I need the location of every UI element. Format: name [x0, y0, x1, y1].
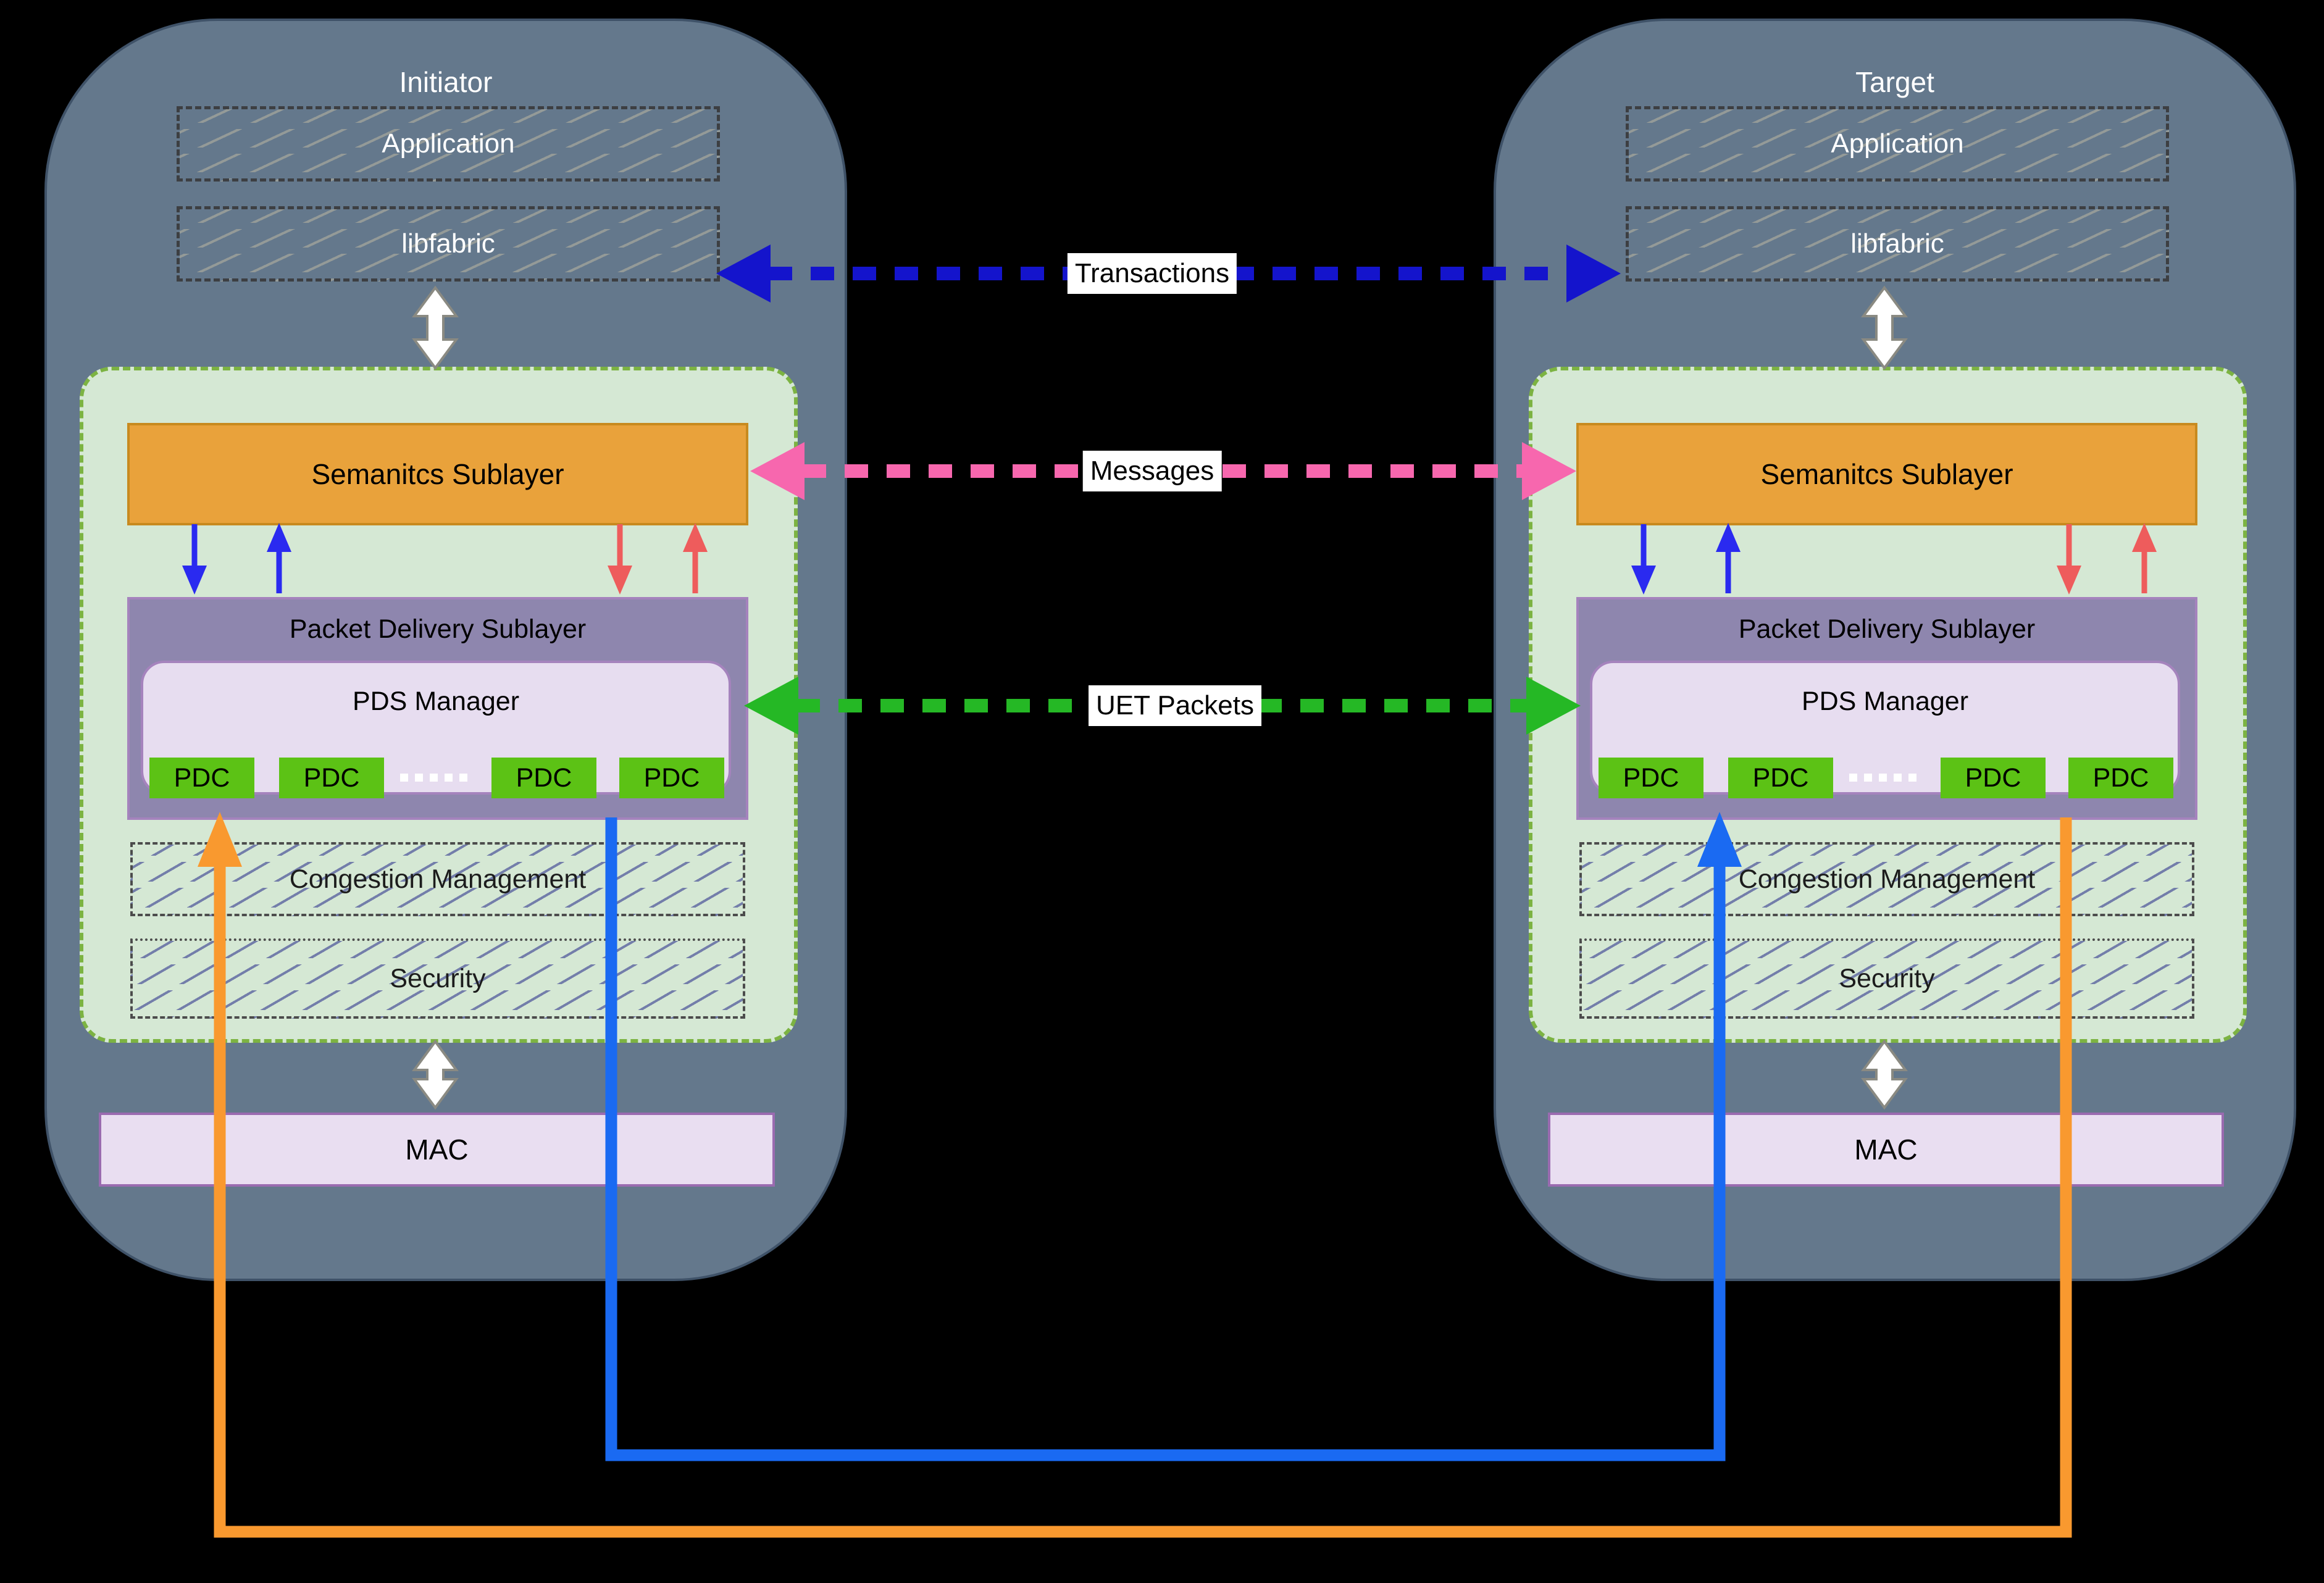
congestion-management-box: Congestion Management [130, 842, 745, 916]
semantics-sublayer-label: Semanitcs Sublayer [311, 458, 564, 490]
pdc-box: PDC [1941, 758, 2046, 798]
application-label: Application [1831, 128, 1964, 159]
pdc-label: PDC [303, 762, 360, 793]
initiator-node: Initiator Application libfabric Semanitc… [44, 19, 847, 1281]
security-box: Security [130, 938, 745, 1019]
semantics-sublayer-box: Semanitcs Sublayer [127, 423, 748, 525]
semantics-sublayer-box: Semanitcs Sublayer [1576, 423, 2197, 525]
pdc-box: PDC [149, 758, 254, 798]
application-box: Application [177, 106, 720, 182]
congestion-management-box: Congestion Management [1579, 842, 2194, 916]
pdc-box: PDC [279, 758, 384, 798]
mac-box: MAC [99, 1113, 775, 1187]
pdc-box: PDC [491, 758, 596, 798]
pds-manager-label: PDS Manager [352, 687, 520, 716]
packet-delivery-sublayer-label: Packet Delivery Sublayer [1738, 614, 2036, 644]
semantics-sublayer-label: Semanitcs Sublayer [1760, 458, 2013, 490]
uet-packets-label: UET Packets [1089, 685, 1261, 726]
pdc-label: PDC [1623, 762, 1679, 793]
pdc-box: PDC [2068, 758, 2173, 798]
application-label: Application [382, 128, 515, 159]
libfabric-box: libfabric [1626, 206, 2169, 282]
transactions-label: Transactions [1067, 253, 1237, 294]
congestion-management-label: Congestion Management [289, 864, 587, 894]
mac-label: MAC [405, 1134, 469, 1166]
target-title: Target [1855, 66, 1934, 98]
pdc-ellipsis-icon [400, 774, 473, 782]
pdc-box: PDC [619, 758, 724, 798]
security-label: Security [390, 963, 486, 993]
pdc-label: PDC [1752, 762, 1809, 793]
libfabric-label: libfabric [401, 228, 495, 259]
security-box: Security [1579, 938, 2194, 1019]
application-box: Application [1626, 106, 2169, 182]
pdc-label: PDC [2092, 762, 2149, 793]
mac-box: MAC [1548, 1113, 2224, 1187]
packet-delivery-sublayer-label: Packet Delivery Sublayer [289, 614, 587, 644]
security-label: Security [1839, 963, 1935, 993]
pdc-label: PDC [643, 762, 700, 793]
messages-label: Messages [1082, 451, 1222, 491]
pdc-label: PDC [1965, 762, 2021, 793]
pdc-label: PDC [516, 762, 572, 793]
pdc-ellipsis-icon [1849, 774, 1922, 782]
pds-manager-label: PDS Manager [1801, 687, 1969, 716]
mac-label: MAC [1854, 1134, 1918, 1166]
target-node: Target Application libfabric Semanitcs S… [1494, 19, 2296, 1281]
libfabric-label: libfabric [1850, 228, 1944, 259]
initiator-title: Initiator [399, 66, 493, 98]
pdc-box: PDC [1728, 758, 1833, 798]
libfabric-box: libfabric [177, 206, 720, 282]
congestion-management-label: Congestion Management [1738, 864, 2036, 894]
pdc-box: PDC [1599, 758, 1703, 798]
pdc-label: PDC [173, 762, 230, 793]
